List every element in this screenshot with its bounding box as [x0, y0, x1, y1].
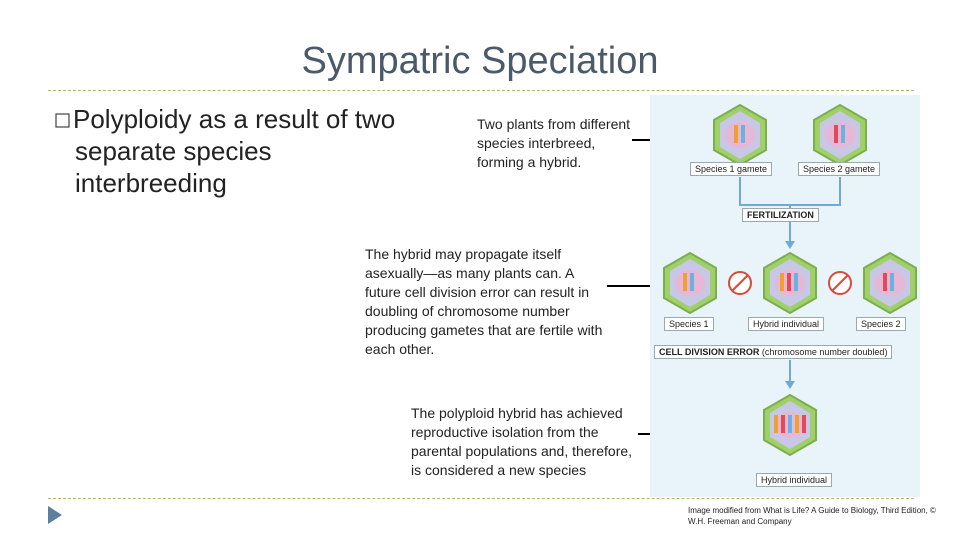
image-credit: Image modified from What is Life? A Guid…: [688, 506, 936, 526]
hybrid-cell: [763, 252, 817, 314]
no-cross-icon-right: [828, 271, 852, 295]
slide-title: Sympatric Speciation: [301, 40, 659, 82]
bullet-box-icon: [55, 103, 73, 135]
bottom-divider: [48, 498, 914, 499]
cell-division-error-text: CELL DIVISION ERROR: [659, 347, 760, 357]
bullet-point: Polyploidy as a result of two separate s…: [55, 103, 450, 199]
figure-artwork: [663, 104, 917, 456]
species1-gamete-label: Species 1 gamete: [690, 162, 773, 176]
bullet-line-1: Polyploidy as a result of two: [73, 104, 396, 134]
no-cross-icon-left: [728, 271, 752, 295]
species1-gamete-cell: [713, 104, 767, 166]
polyploid-hybrid-cell: [763, 394, 817, 456]
hybrid-individual-label: Hybrid individual: [748, 317, 825, 331]
species2-gamete-cell: [813, 104, 867, 166]
cell-division-error-note: (chromosome number doubled): [761, 347, 888, 357]
species1-cell: [663, 252, 717, 314]
species2-gamete-label: Species 2 gamete: [798, 162, 881, 176]
step1-note: Two plants from different species interb…: [477, 116, 631, 170]
species1-label: Species 1: [664, 317, 714, 331]
fertilization-label: FERTILIZATION: [742, 208, 819, 222]
bullet-line-2: separate species: [75, 136, 272, 166]
bullet-line-3: interbreeding: [75, 168, 227, 198]
species2-cell: [863, 252, 917, 314]
final-hybrid-label: Hybrid individual: [756, 473, 833, 487]
step3-note: The polyploid hybrid has achieved reprod…: [411, 405, 633, 478]
step2-note: The hybrid may propagate itself asexuall…: [365, 246, 603, 357]
play-triangle-icon[interactable]: [48, 506, 62, 524]
species2-label: Species 2: [856, 317, 906, 331]
top-divider: [48, 90, 914, 91]
speciation-figure: Species 1 gamete Species 2 gamete FERTIL…: [650, 95, 920, 497]
cell-division-error-label: CELL DIVISION ERROR (chromosome number d…: [654, 345, 893, 359]
